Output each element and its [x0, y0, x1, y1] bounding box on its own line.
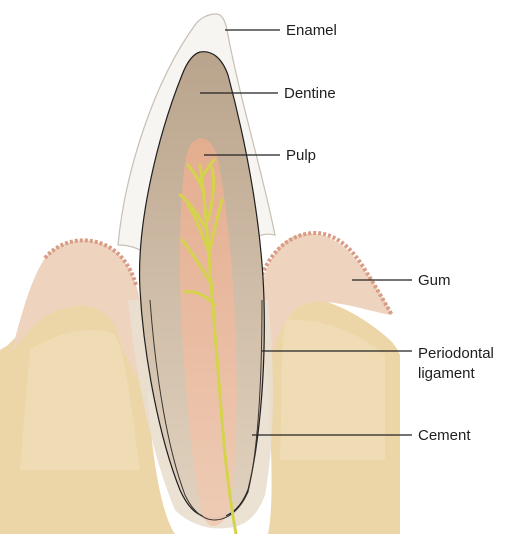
cement-label: Cement — [418, 427, 471, 444]
periodontal-ligament-label-line1: Periodontal — [418, 345, 494, 362]
periodontal-ligament-label-line2: ligament — [418, 365, 476, 382]
enamel-label: Enamel — [286, 22, 337, 39]
pulp-label: Pulp — [286, 147, 316, 164]
gum-label: Gum — [418, 272, 451, 289]
dentine-label: Dentine — [284, 85, 336, 102]
